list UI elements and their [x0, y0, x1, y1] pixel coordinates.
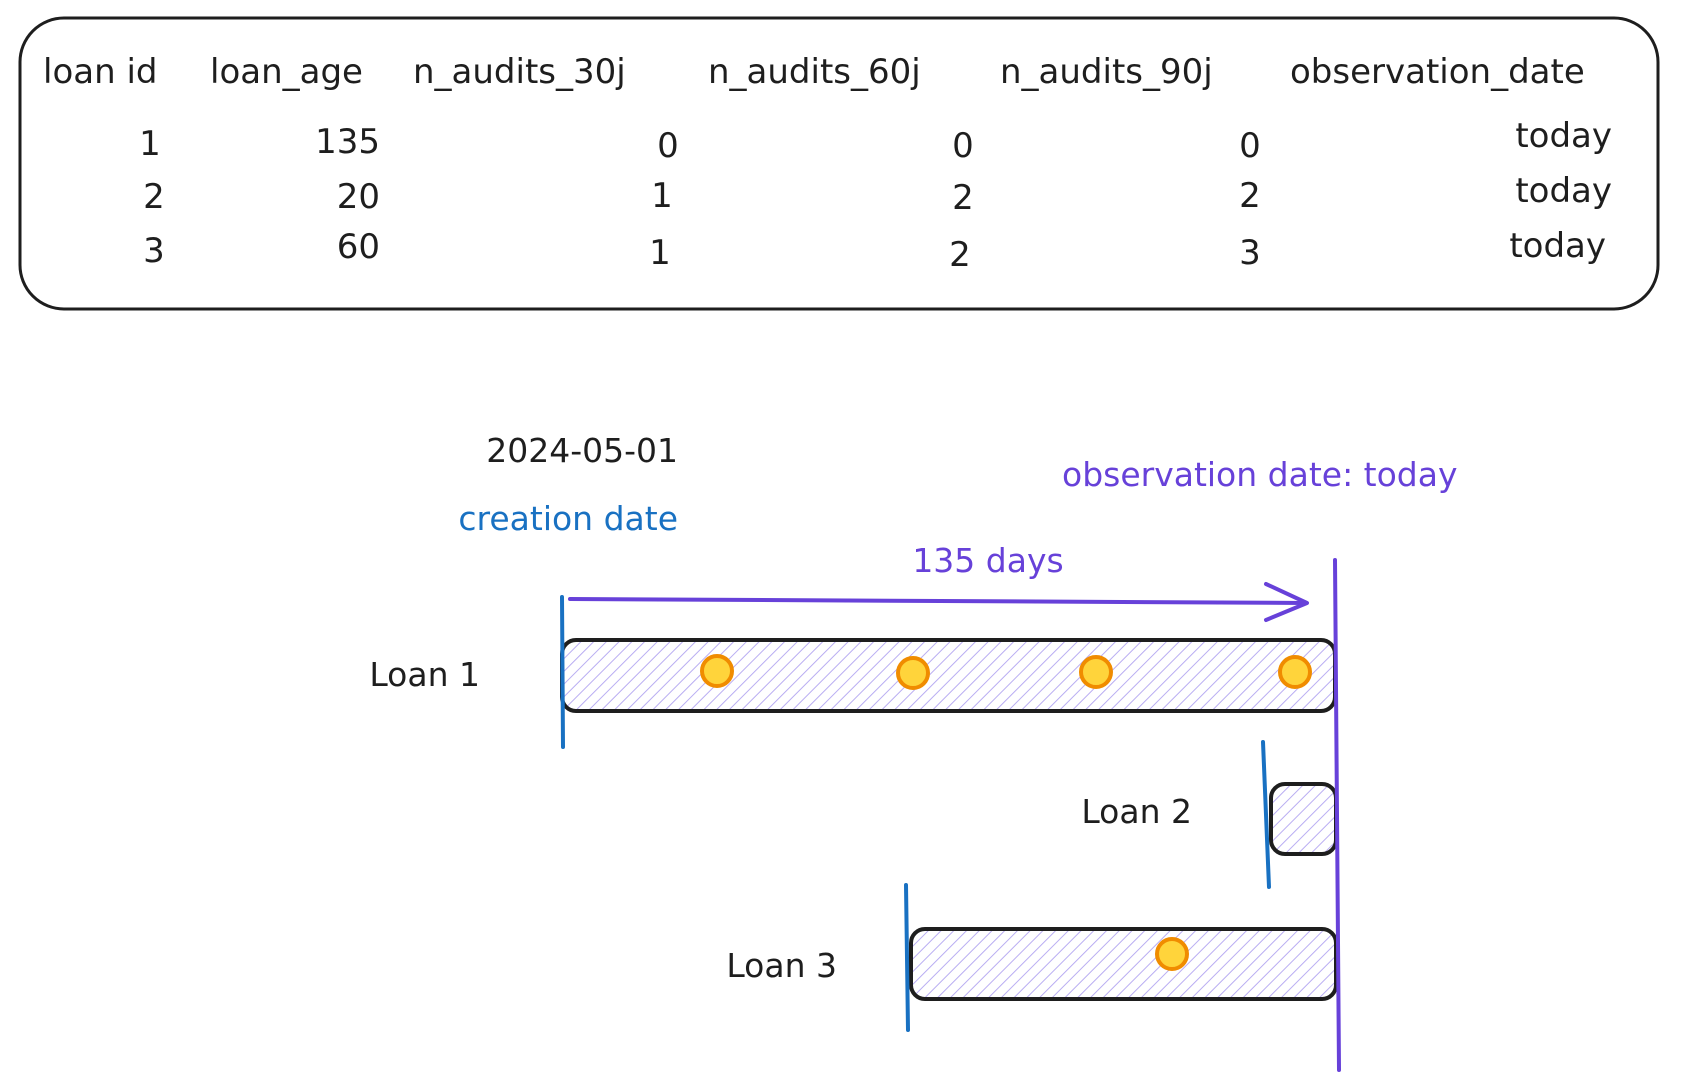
cell-loan-id: 1 [139, 124, 161, 164]
loan-2-timeline: Loan 2 [1081, 740, 1338, 889]
cell-n-audits-60j: 2 [952, 178, 974, 218]
cell-n-audits-90j: 2 [1239, 176, 1261, 216]
audit-marker [1278, 655, 1312, 689]
header-loan-id: loan id [43, 52, 157, 92]
cell-n-audits-30j: 0 [657, 126, 679, 166]
cell-loan-id: 2 [143, 177, 165, 217]
header-n-audits-60j: n_audits_60j [708, 52, 921, 92]
cell-n-audits-30j: 1 [651, 176, 673, 216]
header-n-audits-30j: n_audits_30j [413, 52, 626, 92]
audit-marker [1155, 937, 1189, 971]
cell-observation-date: today [1515, 171, 1612, 211]
table-frame [18, 16, 1660, 311]
table-header-row: loan id loan_age n_audits_30j n_audits_6… [43, 52, 1585, 92]
cell-observation-date: today [1515, 116, 1612, 156]
loan-3-label: Loan 3 [726, 946, 837, 985]
loan-1-label: Loan 1 [369, 655, 480, 694]
creation-date-value: 2024-05-01 [486, 431, 678, 470]
loan-2-creation-line [1261, 740, 1271, 889]
table-row: 1 135 0 0 0 today [139, 116, 1612, 166]
cell-n-audits-90j: 0 [1239, 126, 1261, 166]
table-row: 3 60 1 2 3 today [143, 226, 1606, 275]
cell-loan-id: 3 [143, 231, 165, 271]
table-row: 2 20 1 2 2 today [143, 171, 1612, 218]
loan-3-lifetime-bar [909, 927, 1338, 1001]
audit-marker [1079, 655, 1113, 689]
cell-loan-age: 135 [315, 122, 380, 162]
duration-arrow [568, 582, 1309, 622]
duration-label: 135 days [912, 541, 1063, 580]
loan-3-creation-line [904, 883, 910, 1032]
cell-n-audits-60j: 0 [952, 126, 974, 166]
loan-1-timeline: Loan 1 [369, 595, 1337, 749]
cell-loan-age: 20 [337, 177, 380, 217]
header-observation-date: observation_date [1290, 52, 1585, 92]
cell-observation-date: today [1509, 226, 1606, 266]
observation-date-label: observation date: today [1062, 455, 1458, 494]
cell-n-audits-30j: 1 [649, 233, 671, 273]
audit-marker [896, 656, 930, 690]
creation-date-label: creation date [458, 499, 678, 538]
loan-3-timeline: Loan 3 [726, 883, 1338, 1032]
observation-date-line [1333, 558, 1341, 1072]
header-n-audits-90j: n_audits_90j [1000, 52, 1213, 92]
cell-n-audits-60j: 2 [949, 235, 971, 275]
audit-marker [700, 654, 734, 688]
loan-1-creation-line [560, 595, 565, 749]
loan-1-lifetime-bar [560, 638, 1337, 713]
loan-2-label: Loan 2 [1081, 792, 1192, 831]
loan-2-lifetime-bar [1269, 782, 1338, 856]
header-loan-age: loan_age [210, 52, 363, 92]
cell-n-audits-90j: 3 [1239, 233, 1261, 273]
cell-loan-age: 60 [337, 227, 380, 267]
